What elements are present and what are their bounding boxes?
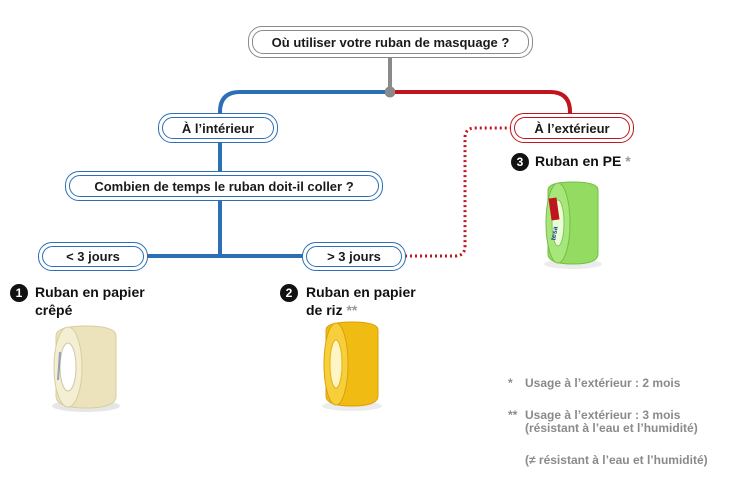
long-duration-box: > 3 jours (302, 242, 406, 271)
footnote-1-line1: Usage à l’extérieur : 2 mois (525, 376, 681, 390)
tape-brand-text: tesa (550, 226, 559, 241)
exterior-branch-line (395, 90, 572, 113)
root-question-box: Où utiliser votre ruban de masquage ? (248, 26, 533, 58)
product-1-number-badge: 1 (10, 284, 28, 302)
masking-tape-decision-diagram: Où utiliser votre ruban de masquage ? À … (10, 26, 708, 467)
exterior-label: À l’extérieur (534, 120, 610, 136)
duration-question-text: Combien de temps le ruban doit-il coller… (94, 178, 354, 194)
exterior-box: À l’extérieur (510, 113, 634, 143)
root-question-text: Où utiliser votre ruban de masquage ? (271, 34, 510, 50)
footnote-2-mark: ** (508, 408, 518, 422)
product-2-stars: ** (346, 302, 358, 318)
pe-tape-image: tesa (544, 181, 602, 269)
product-2-label: Ruban en papier de riz ** (306, 283, 416, 319)
footnote-2: ** Usage à l’extérieur : 3 mois (≠ résist… (508, 378, 708, 498)
footnote-2-line1: Usage à l’extérieur : 3 mois (525, 408, 681, 422)
product-3-number-badge: 3 (511, 153, 529, 171)
product-3-line1: Ruban en PE (535, 153, 622, 169)
product-1-line1: Ruban en papier (35, 284, 145, 300)
product-2-number-badge: 2 (280, 284, 298, 302)
footnote-1-mark: * (508, 376, 513, 390)
short-duration-label: < 3 jours (66, 249, 120, 264)
product-3-label: Ruban en PE * (535, 152, 631, 170)
interior-box: À l’intérieur (158, 113, 278, 143)
duration-question-box: Combien de temps le ruban doit-il coller… (65, 171, 383, 201)
long-to-exterior-dotted-line (405, 126, 511, 258)
product-2-line1: Ruban en papier (306, 284, 416, 300)
product-3-stars: * (625, 153, 631, 169)
crepe-paper-tape-image (52, 325, 120, 412)
product-1-label: Ruban en papier crêpé (35, 283, 145, 319)
root-junction-dot (384, 86, 396, 98)
footnote-2-line2: (≠ résistant à l’eau et l’humidité) (525, 453, 708, 467)
short-duration-box: < 3 jours (38, 242, 148, 271)
rice-paper-tape-image (322, 321, 382, 411)
product-1-line2: crêpé (35, 302, 73, 318)
product-2-line2: de riz (306, 302, 343, 318)
interior-branch-line (218, 90, 385, 113)
long-duration-label: > 3 jours (327, 249, 381, 264)
interior-label: À l’intérieur (181, 120, 255, 136)
connector-lines (146, 56, 572, 258)
